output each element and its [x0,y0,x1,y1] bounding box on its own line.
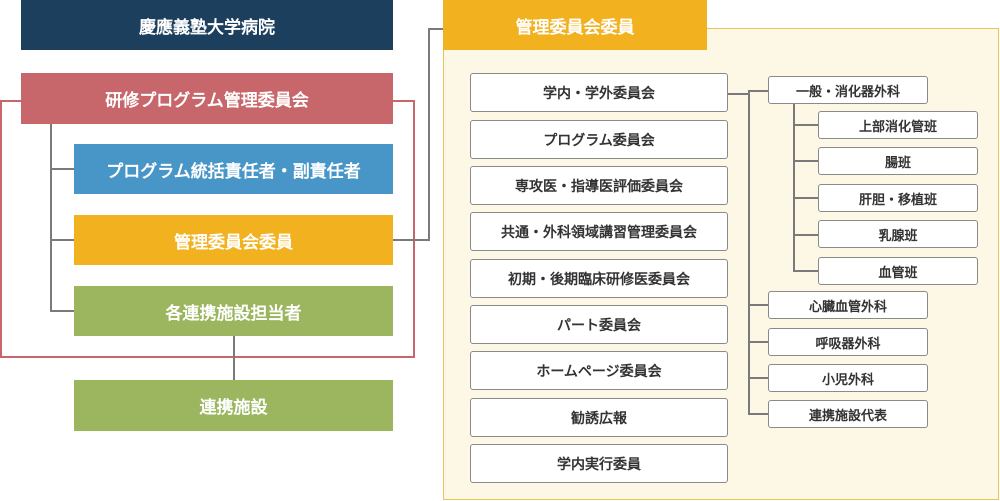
group-item: 一般・消化器外科 [768,76,928,104]
subgroup-branch-line [793,270,818,272]
subgroup-trunk-line [793,103,795,271]
subgroup-item: 腸班 [818,147,978,175]
committee-item: パート委員会 [470,305,728,344]
left-trunk-line [50,124,52,311]
subgroup-branch-line [793,160,818,162]
committee-item: 学内・学外委員会 [470,73,728,112]
subgroup-item: 上部消化管班 [818,111,978,139]
partner-link-line [233,335,235,380]
group-item: 心臓血管外科 [768,291,928,319]
subgroup-branch-line [793,124,818,126]
committee-item: 共通・外科領域講習管理委員会 [470,212,728,251]
committee-item: 勧誘広報 [470,398,728,437]
committee-item: 専攻医・指導医評価委員会 [470,166,728,205]
group-branch-line [748,413,768,415]
cross-link-line [428,28,430,241]
committee-member-header: 管理委員会委員 [443,0,707,50]
cross-link-line [393,239,429,241]
group-branch-line [748,341,768,343]
committee-link-line [727,93,749,95]
partner-facility-box: 連携施設 [74,380,393,431]
director-box: プログラム統括責任者・副責任者 [74,144,393,194]
committee-member-box: 管理委員会委員 [74,215,393,265]
university-header: 慶應義塾大学病院 [21,0,393,50]
group-branch-line [748,377,768,379]
group-branch-line [748,304,768,306]
subgroup-item: 血管班 [818,257,978,285]
left-branch-line [50,310,75,312]
committee-item: 学内実行委員 [470,444,728,483]
group-item: 呼吸器外科 [768,328,928,356]
left-branch-line [50,239,75,241]
committee-item: 初期・後期臨床研修医委員会 [470,259,728,298]
program-committee-box: 研修プログラム管理委員会 [21,73,393,124]
subgroup-item: 乳腺班 [818,220,978,248]
left-branch-line [50,168,75,170]
group-trunk-line [748,90,750,414]
committee-item: プログラム委員会 [470,120,728,159]
group-branch-line [748,90,768,92]
group-item: 小児外科 [768,364,928,392]
subgroup-item: 肝胆・移植班 [818,184,978,212]
cross-link-line [428,28,444,30]
committee-item: ホームページ委員会 [470,351,728,390]
subgroup-branch-line [793,197,818,199]
subgroup-branch-line [793,234,818,236]
facility-representative-box: 各連携施設担当者 [74,286,393,336]
group-item: 連携施設代表 [768,400,928,428]
